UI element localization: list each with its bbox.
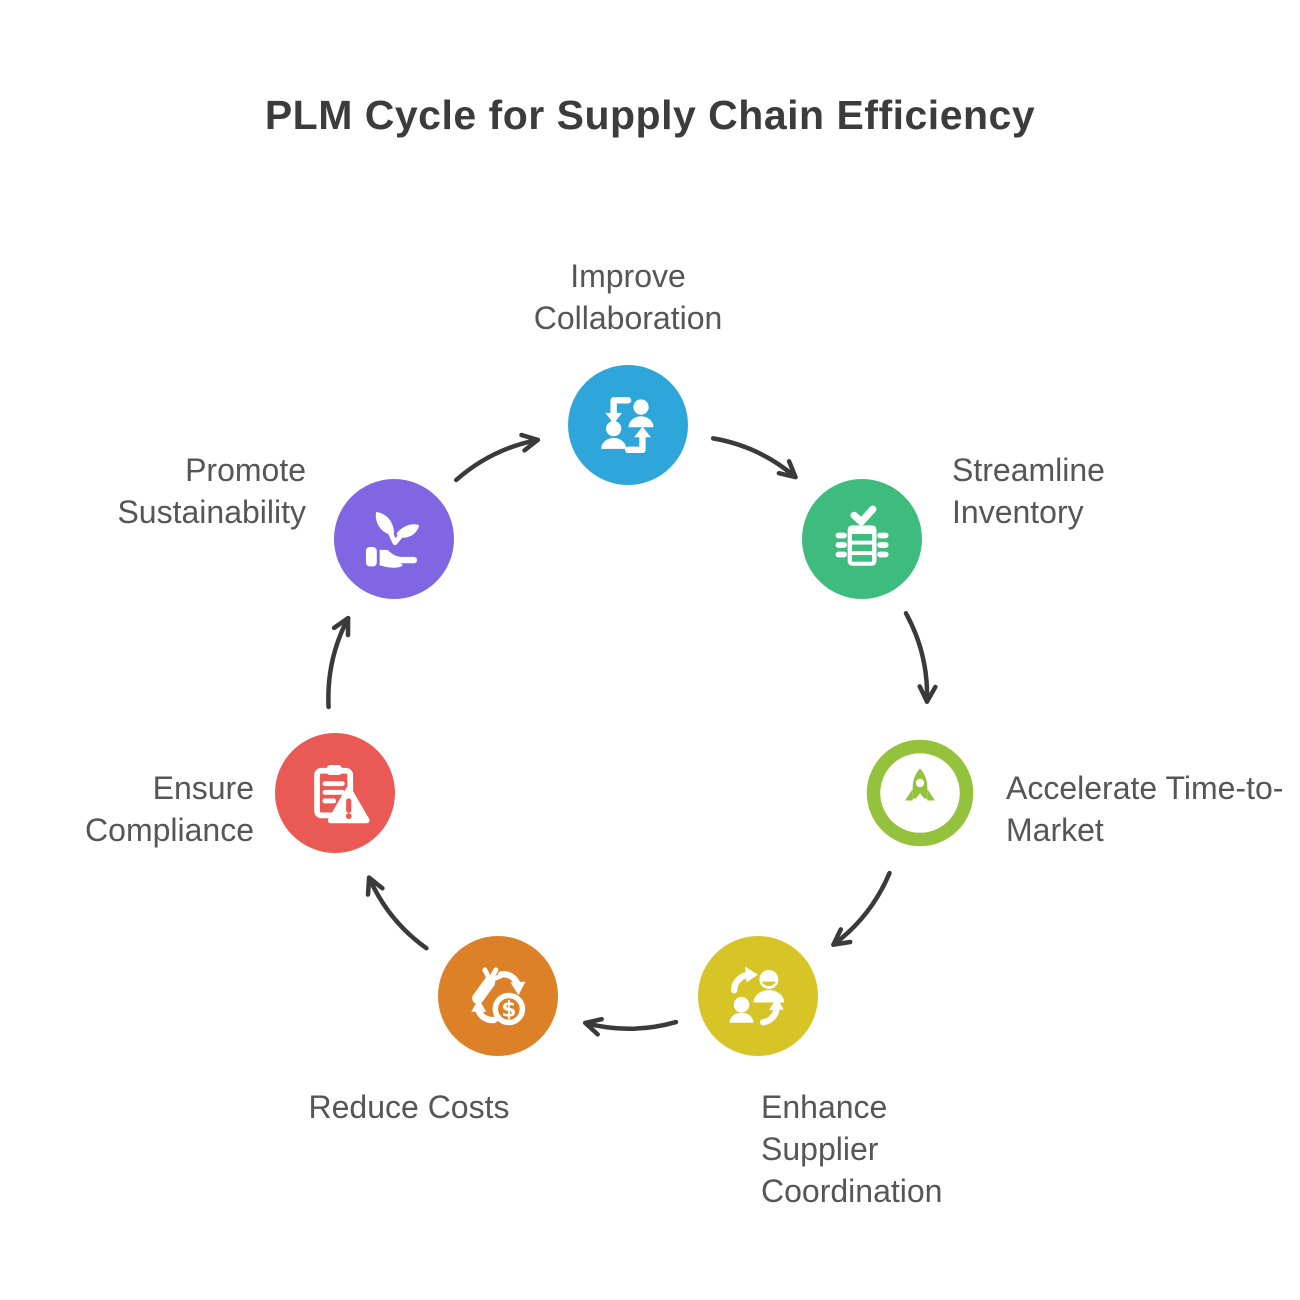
node-accelerate-time-to-market <box>860 733 980 853</box>
flow-arrowhead-icon <box>365 875 385 897</box>
label-streamline-inventory: Streamline Inventory <box>952 452 1105 530</box>
rocket-icon <box>866 739 974 847</box>
clipboard-alert-icon <box>275 733 395 853</box>
flow-arrowhead-icon <box>831 927 853 947</box>
flow-arrowhead-icon <box>331 615 351 638</box>
node-enhance-supplier-coordination <box>698 936 818 1056</box>
inventory-check-icon <box>802 479 922 599</box>
people-swap-icon <box>568 365 688 485</box>
label-accelerate-time-to-market: Accelerate Time-to-Market <box>1006 770 1284 848</box>
flow-arrow <box>831 870 892 947</box>
label-enhance-supplier-coordination: Enhance Supplier Coordination <box>761 1089 943 1209</box>
dollar-glyph: $ <box>501 998 516 1023</box>
flow-arrowhead-icon <box>776 459 798 480</box>
plant-hand-icon <box>334 479 454 599</box>
cost-exchange-icon: $ <box>438 936 558 1056</box>
flow-arrow <box>903 611 930 704</box>
label-promote-sustainability: Promote Sustainability <box>117 452 306 530</box>
node-improve-collaboration <box>568 365 688 485</box>
flow-arrow <box>582 1019 679 1031</box>
node-reduce-costs: $ <box>438 936 558 1056</box>
node-streamline-inventory <box>802 479 922 599</box>
node-promote-sustainability <box>334 479 454 599</box>
label-ensure-compliance: Ensure Compliance <box>85 770 254 848</box>
flow-arrow <box>453 437 541 483</box>
page-title: PLM Cycle for Supply Chain Efficiency <box>264 92 1036 138</box>
flow-arrowhead-icon <box>582 1016 604 1037</box>
label-reduce-costs: Reduce Costs <box>308 1089 510 1125</box>
flow-arrow <box>366 875 429 951</box>
people-sync-icon <box>698 936 818 1056</box>
flow-arrow <box>710 436 798 480</box>
flow-arrow <box>326 615 351 710</box>
label-improve-collaboration: Improve Collaboration <box>533 258 723 336</box>
node-ensure-compliance <box>275 733 395 853</box>
flow-arrowhead-icon <box>917 684 938 704</box>
flow-arrowhead-icon <box>519 432 541 453</box>
